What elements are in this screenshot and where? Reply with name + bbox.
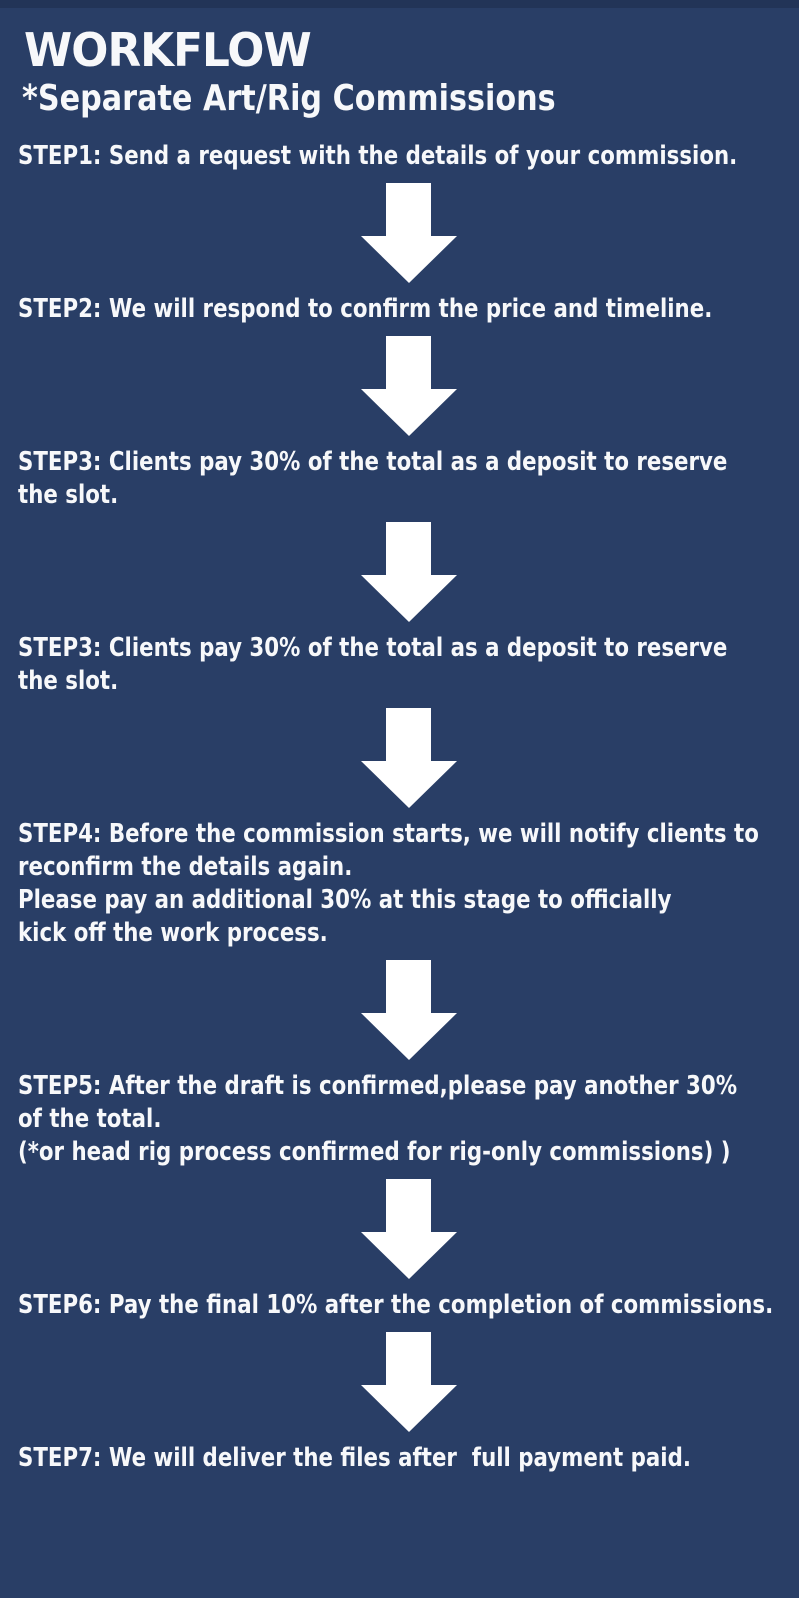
down-arrow-head <box>360 1013 457 1060</box>
step-text-step-3: STEP3: Clients pay 30% of the total as a… <box>18 446 799 512</box>
down-arrow-icon <box>360 960 457 1060</box>
down-arrow-head <box>360 1232 457 1279</box>
step-line: STEP3: Clients pay 30% of the total as a… <box>18 633 728 663</box>
workflow-steps: STEP1: Send a request with the details o… <box>18 140 799 1475</box>
step-line: STEP4: Before the commission starts, we … <box>18 819 759 849</box>
page-title: WORKFLOW <box>24 23 312 77</box>
down-arrow-icon <box>360 183 457 283</box>
step-line: STEP7: We will deliver the files after f… <box>18 1443 691 1473</box>
step-line: of the total. <box>18 1104 162 1134</box>
down-arrow-head <box>360 761 457 808</box>
step-text-step-7: STEP7: We will deliver the files after f… <box>18 1442 799 1475</box>
step-line: the slot. <box>18 666 119 696</box>
step-line: STEP6: Pay the final 10% after the compl… <box>18 1290 774 1320</box>
step-line: STEP2: We will respond to confirm the pr… <box>18 294 713 324</box>
step-line: (*or head rig process confirmed for rig-… <box>18 1137 731 1167</box>
down-arrow-stem <box>386 960 431 1013</box>
down-arrow-icon <box>360 1332 457 1432</box>
down-arrow-head <box>360 575 457 622</box>
down-arrow-stem <box>386 1332 431 1385</box>
down-arrow-stem <box>386 183 431 236</box>
page-subtitle: *Separate Art/Rig Commissions <box>22 78 556 119</box>
down-arrow-head <box>360 1385 457 1432</box>
down-arrow-icon <box>360 522 457 622</box>
step-text-step-6: STEP6: Pay the final 10% after the compl… <box>18 1289 799 1322</box>
step-text-step-3-repeat: STEP3: Clients pay 30% of the total as a… <box>18 632 799 698</box>
step-line: kick off the work process. <box>18 918 328 948</box>
step-line: reconfirm the details again. <box>18 852 353 882</box>
top-strip <box>0 0 799 8</box>
down-arrow-stem <box>386 708 431 761</box>
step-text-step-1: STEP1: Send a request with the details o… <box>18 140 799 173</box>
down-arrow-stem <box>386 1179 431 1232</box>
down-arrow-head <box>360 389 457 436</box>
down-arrow-head <box>360 236 457 283</box>
down-arrow-icon <box>360 336 457 436</box>
workflow-infographic: WORKFLOW *Separate Art/Rig Commissions S… <box>0 8 799 1475</box>
step-line: Please pay an additional 30% at this sta… <box>18 885 672 915</box>
step-text-step-4: STEP4: Before the commission starts, we … <box>18 818 799 950</box>
step-line: STEP5: After the draft is confirmed,plea… <box>18 1071 738 1101</box>
step-line: STEP1: Send a request with the details o… <box>18 141 738 171</box>
step-text-step-5: STEP5: After the draft is confirmed,plea… <box>18 1070 799 1169</box>
step-line: STEP3: Clients pay 30% of the total as a… <box>18 447 728 477</box>
down-arrow-icon <box>360 1179 457 1279</box>
down-arrow-icon <box>360 708 457 808</box>
step-text-step-2: STEP2: We will respond to confirm the pr… <box>18 293 799 326</box>
down-arrow-stem <box>386 336 431 389</box>
down-arrow-stem <box>386 522 431 575</box>
step-line: the slot. <box>18 480 119 510</box>
